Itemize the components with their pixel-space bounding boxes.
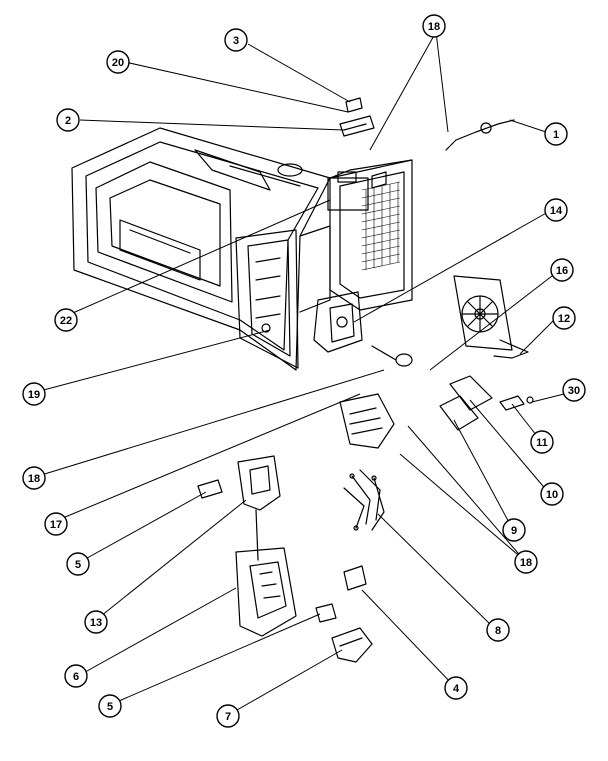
svg-text:5: 5 [75,559,81,571]
interlock-assembly [237,455,281,561]
svg-text:14: 14 [550,205,563,217]
callout-7: 7 [216,704,240,728]
svg-text:19: 19 [28,389,40,401]
callout-5-upper: 5 [66,552,90,576]
callout-9: 9 [502,518,526,542]
svg-text:20: 20 [112,57,124,69]
svg-text:1: 1 [553,129,559,141]
callout-11: 11 [530,430,554,454]
wire-harness [343,469,385,531]
callout-13: 13 [84,610,108,634]
callout-18-left: 18 [22,466,46,490]
top-parts [339,97,375,137]
svg-text:8: 8 [495,625,501,637]
control-panel-side [235,225,331,369]
svg-text:18: 18 [28,473,40,485]
svg-text:10: 10 [546,489,558,501]
svg-text:5: 5 [107,701,113,713]
callout-2: 2 [56,108,80,132]
svg-text:16: 16 [556,265,568,277]
back-panel [327,159,413,311]
svg-text:2: 2 [65,115,71,127]
callout-22: 22 [54,308,78,332]
svg-text:12: 12 [558,313,570,325]
callout-10: 10 [540,482,564,506]
power-cord [445,119,515,151]
callout-16: 16 [550,258,574,282]
callout-19: 19 [22,382,46,406]
magnetron-block [313,291,363,353]
rear-bracket [439,375,534,431]
callouts: 1 2 3 4 5 5 6 7 8 9 10 11 12 13 14 16 17… [22,14,586,728]
callout-6: 6 [64,664,88,688]
fan-assembly [453,275,529,359]
switch-4 [343,565,367,591]
svg-text:18: 18 [428,21,440,33]
callout-18-top: 18 [422,14,446,38]
motor-coupling [371,345,413,367]
callout-3: 3 [224,28,248,52]
svg-text:3: 3 [233,35,239,47]
svg-text:7: 7 [225,711,231,723]
svg-text:11: 11 [536,437,548,449]
cover-plate [339,393,395,449]
callout-5-lower: 5 [98,694,122,718]
callout-1: 1 [544,122,568,146]
switch-7 [331,627,373,663]
switch-lower [315,603,337,623]
svg-text:17: 17 [50,519,62,531]
callout-12: 12 [552,306,576,330]
callout-4: 4 [444,676,468,700]
svg-text:13: 13 [90,617,102,629]
latch-assembly [235,547,297,637]
svg-text:30: 30 [568,385,580,397]
svg-text:4: 4 [453,683,460,695]
callout-17: 17 [44,512,68,536]
oven-cavity [71,127,331,371]
callout-30: 30 [562,378,586,402]
callout-18-bottom: 18 [514,550,538,574]
switch-upper [197,479,223,499]
callout-20: 20 [106,50,130,74]
svg-text:6: 6 [73,671,79,683]
svg-text:22: 22 [60,315,72,327]
svg-text:18: 18 [520,557,532,569]
svg-text:9: 9 [511,525,517,537]
callout-14: 14 [544,198,568,222]
callout-8: 8 [486,618,510,642]
leader-lines [35,31,573,715]
